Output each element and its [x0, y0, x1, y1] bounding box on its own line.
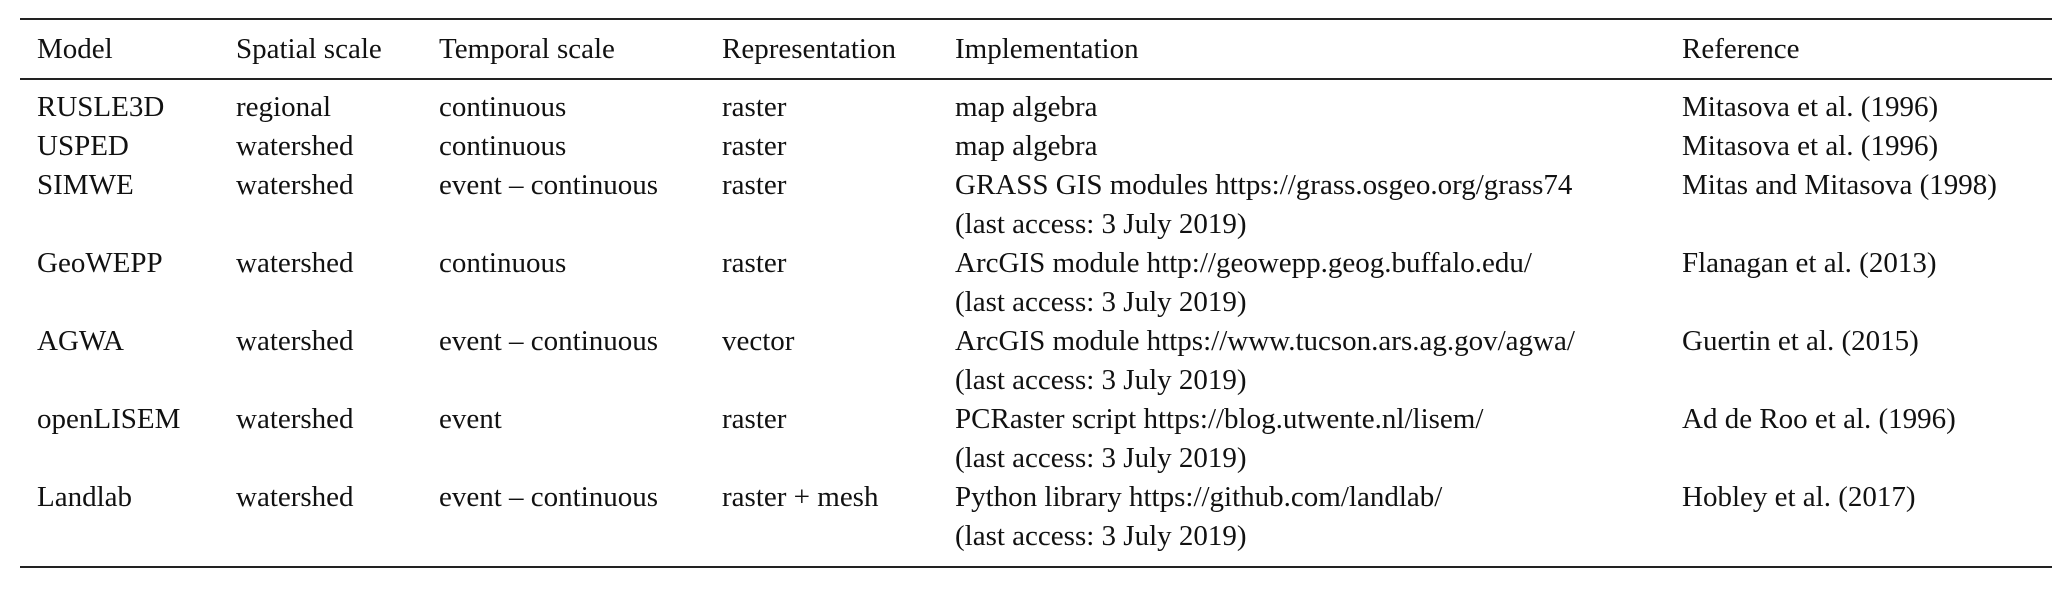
cell-representation: raster: [722, 402, 787, 435]
table-row: AGWA watershed event – continuous vector…: [20, 322, 2052, 400]
cell-implementation: PCRaster script https://blog.utwente.nl/…: [955, 400, 1682, 478]
cell-reference: Ad de Roo et al. (1996): [1682, 402, 1956, 435]
implementation-text: PCRaster script https://blog.utwente.nl/…: [955, 402, 1484, 435]
cell-representation: raster: [722, 129, 787, 162]
cell-representation: raster: [722, 246, 787, 279]
cell-spatial-scale: regional: [236, 90, 332, 123]
implementation-access-date: (last access: 3 July 2019): [955, 207, 1247, 240]
cell-reference: Flanagan et al. (2013): [1682, 246, 1937, 279]
implementation-text: ArcGIS module http://geowepp.geog.buffal…: [955, 246, 1532, 279]
cell-implementation: Python library https://github.com/landla…: [955, 478, 1682, 566]
models-table: Model Spatial scale Temporal scale Repre…: [20, 20, 2052, 78]
implementation-access-date: (last access: 3 July 2019): [955, 285, 1247, 318]
cell-implementation: ArcGIS module https://www.tucson.ars.ag.…: [955, 322, 1682, 400]
cell-reference: Guertin et al. (2015): [1682, 324, 1919, 357]
cell-representation: raster: [722, 90, 787, 123]
cell-model: AGWA: [37, 324, 124, 357]
cell-temporal-scale: event – continuous: [439, 324, 659, 357]
cell-temporal-scale: event – continuous: [439, 168, 659, 201]
implementation-text: map algebra: [955, 90, 1098, 123]
cell-representation: raster + mesh: [722, 480, 879, 513]
cell-spatial-scale: watershed: [236, 402, 354, 435]
cell-implementation: ArcGIS module http://geowepp.geog.buffal…: [955, 244, 1682, 322]
table-row: openLISEM watershed event raster PCRaste…: [20, 400, 2052, 478]
cell-representation: raster: [722, 168, 787, 201]
models-table-body: RUSLE3D regional continuous raster map a…: [20, 80, 2052, 566]
header-implementation: Implementation: [955, 33, 1139, 65]
header-temporal-scale: Temporal scale: [439, 33, 615, 65]
models-table-container: Model Spatial scale Temporal scale Repre…: [20, 18, 2052, 568]
table-row: RUSLE3D regional continuous raster map a…: [20, 80, 2052, 127]
cell-reference: Mitas and Mitasova (1998): [1682, 168, 1997, 201]
implementation-access-date: (last access: 3 July 2019): [955, 363, 1247, 396]
cell-model: RUSLE3D: [37, 90, 165, 123]
table-header-row: Model Spatial scale Temporal scale Repre…: [20, 20, 2052, 78]
cell-temporal-scale: continuous: [439, 129, 567, 162]
cell-implementation: map algebra: [955, 80, 1682, 127]
cell-temporal-scale: event: [439, 402, 502, 435]
cell-reference: Mitasova et al. (1996): [1682, 129, 1939, 162]
cell-spatial-scale: watershed: [236, 246, 354, 279]
table-row: GeoWEPP watershed continuous raster ArcG…: [20, 244, 2052, 322]
implementation-text: ArcGIS module https://www.tucson.ars.ag.…: [955, 324, 1575, 357]
cell-model: openLISEM: [37, 402, 181, 435]
cell-spatial-scale: watershed: [236, 324, 354, 357]
cell-model: Landlab: [37, 480, 133, 513]
cell-temporal-scale: continuous: [439, 90, 567, 123]
implementation-text: GRASS GIS modules https://grass.osgeo.or…: [955, 168, 1573, 201]
cell-temporal-scale: continuous: [439, 246, 567, 279]
implementation-text: Python library https://github.com/landla…: [955, 480, 1443, 513]
header-spatial-scale: Spatial scale: [236, 33, 382, 65]
table-header-rule: [20, 78, 2052, 80]
cell-reference: Mitasova et al. (1996): [1682, 90, 1939, 123]
cell-spatial-scale: watershed: [236, 129, 354, 162]
header-reference: Reference: [1682, 33, 1800, 65]
implementation-access-date: (last access: 3 July 2019): [955, 441, 1247, 474]
header-model: Model: [37, 33, 113, 65]
table-row: Landlab watershed event – continuous ras…: [20, 478, 2052, 566]
cell-reference: Hobley et al. (2017): [1682, 480, 1916, 513]
cell-model: USPED: [37, 129, 129, 162]
cell-representation: vector: [722, 324, 795, 357]
cell-model: SIMWE: [37, 168, 134, 201]
table-row: USPED watershed continuous raster map al…: [20, 127, 2052, 166]
cell-implementation: GRASS GIS modules https://grass.osgeo.or…: [955, 166, 1682, 244]
implementation-access-date: (last access: 3 July 2019): [955, 519, 1247, 552]
cell-spatial-scale: watershed: [236, 480, 354, 513]
implementation-text: map algebra: [955, 129, 1098, 162]
table-row: SIMWE watershed event – continuous raste…: [20, 166, 2052, 244]
table-top-rule: [20, 18, 2052, 20]
table-bottom-rule: [20, 565, 2052, 568]
cell-implementation: map algebra: [955, 127, 1682, 166]
cell-model: GeoWEPP: [37, 246, 163, 279]
cell-spatial-scale: watershed: [236, 168, 354, 201]
cell-temporal-scale: event – continuous: [439, 480, 659, 513]
header-representation: Representation: [722, 33, 896, 65]
